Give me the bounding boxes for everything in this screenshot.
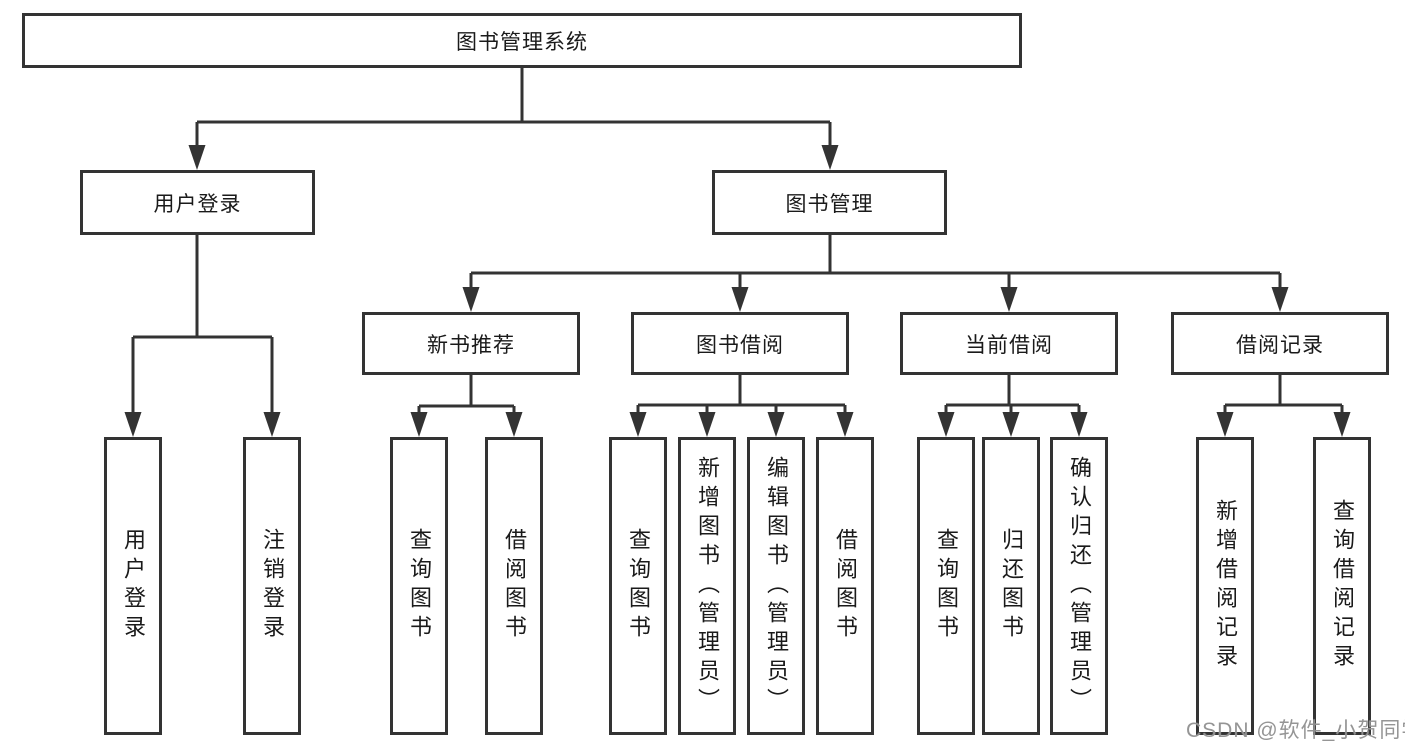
leaf-records-add-record-label: 新增借阅记录 [1213,499,1238,673]
node-book-management-label: 图书管理 [785,192,874,216]
leaf-current-confirm-return-admin: 确认归还（管理员） [1050,437,1108,735]
leaf-borrow-query-books: 查询图书 [609,437,667,735]
leaf-user-login-label: 用户登录 [121,528,146,644]
node-borrow-records-label: 借阅记录 [1236,333,1324,357]
leaf-borrow-borrow-books: 借阅图书 [816,437,874,735]
arrowheads [124,145,1351,437]
leaf-recommend-borrow-books: 借阅图书 [485,437,543,735]
leaf-borrow-borrow-books-label: 借阅图书 [833,528,858,644]
node-book-management: 图书管理 [712,170,947,235]
leaf-user-login: 用户登录 [104,437,162,735]
node-book-borrow: 图书借阅 [631,312,849,375]
node-user-login: 用户登录 [80,170,315,235]
node-borrow-records: 借阅记录 [1171,312,1389,375]
leaf-logout-label: 注销登录 [260,528,285,644]
node-new-book-recommend-label: 新书推荐 [427,333,515,357]
node-book-borrow-label: 图书借阅 [696,333,784,357]
leaf-records-add-record: 新增借阅记录 [1196,437,1254,735]
node-root: 图书管理系统 [22,13,1022,68]
leaf-records-query-record-label: 查询借阅记录 [1330,499,1355,673]
node-new-book-recommend: 新书推荐 [362,312,580,375]
leaf-logout: 注销登录 [243,437,301,735]
leaf-borrow-add-books-admin: 新增图书（管理员） [678,437,736,735]
node-current-borrow-label: 当前借阅 [965,333,1053,357]
leaf-current-query-books: 查询图书 [917,437,975,735]
node-current-borrow: 当前借阅 [900,312,1118,375]
leaf-borrow-query-books-label: 查询图书 [626,528,651,644]
node-user-login-label: 用户登录 [153,192,242,216]
leaf-current-return-books: 归还图书 [982,437,1040,735]
watermark: CSDN @软件_小贺同学 [1186,719,1405,742]
leaf-current-query-books-label: 查询图书 [934,528,959,644]
leaf-recommend-query-books: 查询图书 [390,437,448,735]
node-root-label: 图书管理系统 [456,30,588,54]
leaf-borrow-add-books-admin-label: 新增图书（管理员） [695,455,720,717]
leaf-current-confirm-return-admin-label: 确认归还（管理员） [1067,455,1092,717]
leaf-recommend-borrow-books-label: 借阅图书 [502,528,527,644]
leaf-borrow-edit-books-admin-label: 编辑图书（管理员） [764,455,789,717]
leaf-recommend-query-books-label: 查询图书 [407,528,432,644]
leaf-current-return-books-label: 归还图书 [999,528,1024,644]
leaf-borrow-edit-books-admin: 编辑图书（管理员） [747,437,805,735]
leaf-records-query-record: 查询借阅记录 [1313,437,1371,735]
